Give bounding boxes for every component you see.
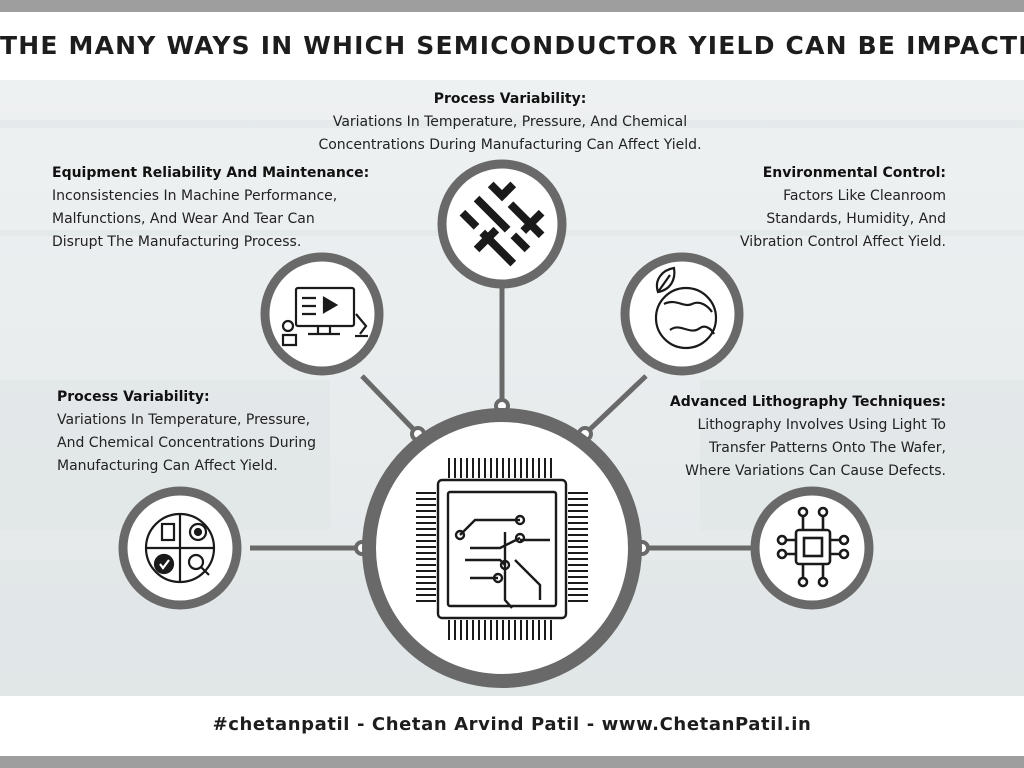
top-bar [0, 0, 1024, 12]
chip-circuit-icon [416, 458, 588, 640]
environmental-control-line-1: Factors Like Cleanroom [783, 188, 946, 204]
environmental-control-text: Environmental Control: Factors Like Clea… [660, 162, 946, 254]
environmental-control-line-3: Vibration Control Affect Yield. [740, 234, 946, 250]
header: THE MANY WAYS IN WHICH SEMICONDUCTOR YIE… [0, 12, 1024, 80]
equipment-reliability-line-1: Inconsistencies In Machine Performance, [52, 188, 338, 204]
environmental-control-heading: Environmental Control: [762, 165, 946, 181]
icon-circle-upper-right [620, 252, 744, 376]
weave-pattern-icon [459, 181, 545, 267]
bottom-bar [0, 756, 1024, 768]
advanced-lithography-text: Advanced Lithography Techniques: Lithogr… [630, 391, 946, 483]
advanced-lithography-line-2: Transfer Patterns Onto The Wafer, [708, 440, 946, 456]
equipment-reliability-text: Equipment Reliability And Maintenance: I… [52, 162, 412, 254]
environmental-control-line-2: Standards, Humidity, And [766, 211, 946, 227]
equipment-reliability-line-2: Malfunctions, And Wear And Tear Can [52, 211, 315, 227]
advanced-lithography-line-3: Where Variations Can Cause Defects. [685, 463, 946, 479]
process-variability-top-text: Process Variability: Variations In Tempe… [260, 88, 760, 157]
process-variability-left-text: Process Variability: Variations In Tempe… [57, 386, 377, 478]
footer-credit: #chetanpatil - Chetan Arvind Patil - www… [212, 714, 812, 735]
process-variability-top-line-2: Concentrations During Manufacturing Can … [318, 137, 702, 153]
connector-upper-left [360, 374, 420, 436]
process-variability-top-line-1: Variations In Temperature, Pressure, And… [332, 114, 688, 130]
process-variability-left-line-3: Manufacturing Can Affect Yield. [57, 458, 278, 474]
process-variability-left-heading: Process Variability: [57, 389, 210, 405]
footer: #chetanpatil - Chetan Arvind Patil - www… [0, 696, 1024, 756]
page-title: THE MANY WAYS IN WHICH SEMICONDUCTOR YIE… [0, 31, 1024, 60]
process-variability-top-heading: Process Variability: [433, 91, 587, 107]
connector-upper-right [583, 374, 648, 436]
process-cycle-icon [144, 512, 216, 584]
equipment-reliability-line-3: Disrupt The Manufacturing Process. [52, 234, 302, 250]
earth-leaf-icon [654, 266, 718, 350]
advanced-lithography-heading: Advanced Lithography Techniques: [669, 394, 946, 410]
icon-circle-upper-left [260, 252, 384, 376]
advanced-lithography-line-1: Lithography Involves Using Light To [697, 417, 947, 433]
connector-lines [250, 286, 755, 551]
icon-circle-right [750, 486, 874, 610]
process-variability-left-line-2: And Chemical Concentrations During [57, 435, 317, 451]
process-variability-left-line-1: Variations In Temperature, Pressure, [57, 412, 311, 428]
robotic-workstation-icon [281, 286, 368, 347]
microchip-icon [776, 506, 850, 588]
equipment-reliability-heading: Equipment Reliability And Maintenance: [52, 165, 370, 181]
